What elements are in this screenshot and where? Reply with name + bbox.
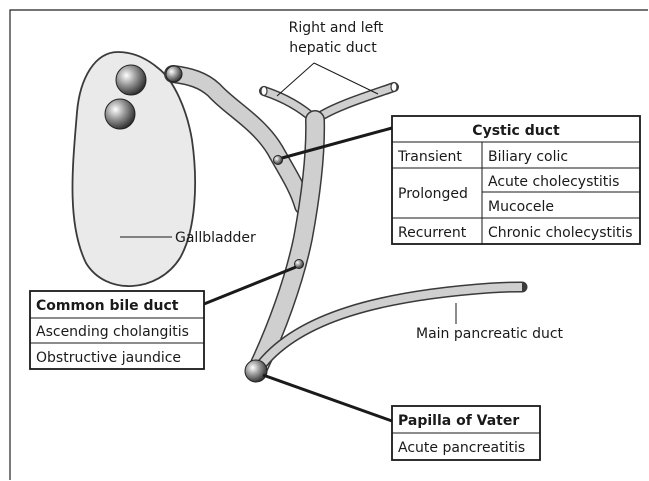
hepatic-duct-label-line2: hepatic duct: [289, 40, 377, 56]
cystic-row-1-duration: Transient: [397, 149, 462, 165]
gallstone-1: [116, 65, 146, 95]
pancreatic-duct-label: Main pancreatic duct: [416, 326, 564, 342]
hepatic-duct-label-line1: Right and left: [289, 20, 384, 36]
cystic-duct-table: Cystic duct Transient Biliary colic Prol…: [392, 116, 640, 244]
gallbladder-label: Gallbladder: [175, 230, 256, 246]
cystic-row-2-duration: Prolonged: [398, 186, 468, 202]
cystic-row-1-condition: Biliary colic: [488, 149, 568, 165]
papilla-of-vater-table: Papilla of Vater Acute pancreatitis: [392, 406, 540, 460]
common-bile-duct-table: Common bile duct Ascending cholangitis O…: [30, 291, 204, 369]
cystic-leader: [282, 128, 392, 158]
stone-gb-neck: [166, 66, 182, 82]
common-bile-table-title: Common bile duct: [36, 298, 179, 314]
common-bile-row-1: Ascending cholangitis: [36, 324, 189, 340]
papilla-leader: [263, 375, 392, 421]
papilla-table-title: Papilla of Vater: [398, 413, 519, 429]
papilla-row-1: Acute pancreatitis: [398, 440, 525, 456]
hepatic-ducts: [261, 83, 397, 121]
hepatic-leader-right: [314, 63, 378, 94]
hepatic-leader-left: [277, 63, 314, 96]
cystic-row-2-condition: Acute cholecystitis: [488, 174, 619, 190]
gallstone-2: [105, 99, 135, 129]
cystic-row-4-duration: Recurrent: [398, 225, 467, 241]
stone-papilla: [245, 360, 267, 382]
cystic-row-4-condition: Chronic cholecystitis: [488, 225, 633, 241]
cystic-row-3-condition: Mucocele: [488, 199, 554, 215]
common-bile-row-2: Obstructive jaundice: [36, 350, 181, 366]
cystic-table-title: Cystic duct: [472, 123, 560, 139]
stone-cystic: [274, 156, 283, 165]
